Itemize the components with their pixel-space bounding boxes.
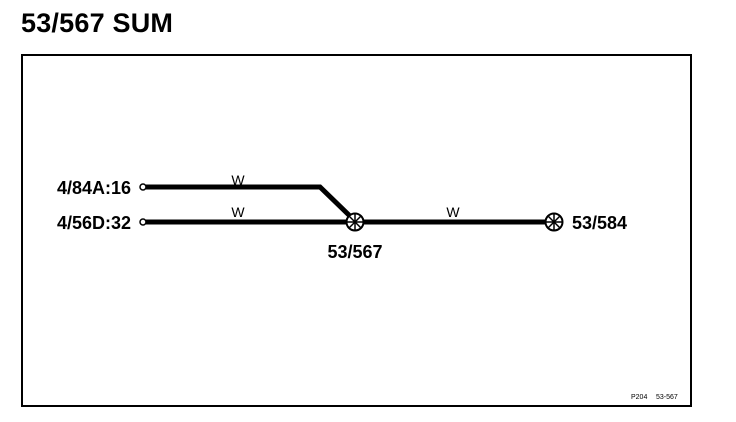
footer-page-code: P204 xyxy=(631,394,647,401)
wire-right-color-label: W xyxy=(446,204,460,220)
terminal-upper-icon xyxy=(139,183,147,191)
wire-upper-color-label: W xyxy=(231,172,245,188)
wire-lower-color-label: W xyxy=(231,204,245,220)
diagram-frame xyxy=(21,54,692,407)
page-title: 53/567 SUM xyxy=(21,8,174,38)
wire-upper xyxy=(146,184,354,220)
splice-center-icon xyxy=(345,212,365,232)
connector-lower-label: 4/56D:32 xyxy=(57,213,131,233)
terminal-lower-icon xyxy=(139,218,147,226)
footer-ref: 53-567 xyxy=(656,394,678,401)
splice-center-label: 53/567 xyxy=(327,242,382,262)
connector-upper-label: 4/84A:16 xyxy=(57,178,131,198)
splice-right-icon xyxy=(544,212,564,232)
splice-right-label: 53/584 xyxy=(572,213,627,233)
